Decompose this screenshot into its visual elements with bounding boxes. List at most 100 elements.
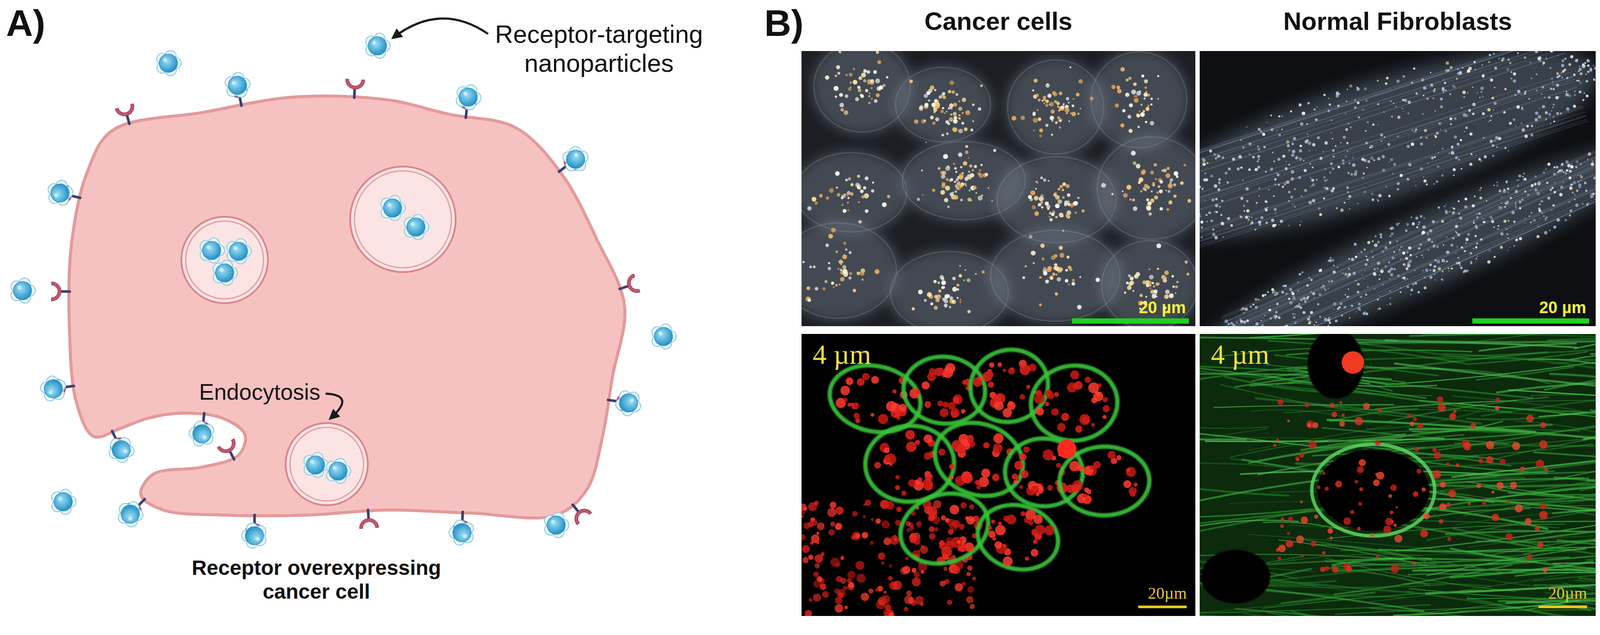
- particle-signal: [1040, 176, 1044, 180]
- particle-signal: [930, 302, 934, 306]
- filament: [1199, 53, 1566, 188]
- particle-signal: [1396, 79, 1401, 84]
- particle-signal: [943, 198, 949, 203]
- particle-signal: [1079, 107, 1082, 110]
- particle-signal: [1065, 112, 1068, 115]
- particle-signal: [923, 119, 927, 123]
- particle-signal: [1558, 96, 1560, 98]
- particle-signal: [1298, 103, 1302, 107]
- particle-signal: [1320, 286, 1323, 289]
- cell-body: [1094, 134, 1196, 242]
- particle-signal: [1552, 173, 1555, 175]
- particle-signal: [828, 234, 834, 239]
- particle-signal: [1150, 198, 1155, 203]
- particle-signal: [932, 188, 936, 193]
- particle-signal: [1569, 186, 1573, 190]
- particle-signal: [1030, 190, 1036, 196]
- filament: [1221, 141, 1596, 319]
- particle-signal: [1328, 259, 1333, 263]
- nanoparticle: [455, 83, 483, 112]
- particle-signal: [867, 82, 870, 85]
- particle-signal: [1310, 291, 1313, 293]
- particle-signal: [952, 191, 954, 194]
- particle-signal: [1493, 226, 1495, 229]
- particle-signal: [1290, 170, 1295, 174]
- particle-signal: [1149, 121, 1155, 126]
- particle-signal: [1450, 145, 1454, 149]
- cell-edge: [814, 51, 911, 132]
- particle-signal: [856, 186, 860, 190]
- particle-signal: [1565, 169, 1568, 172]
- particle-signal: [1378, 278, 1381, 281]
- particle-signal: [1402, 75, 1406, 78]
- particle-signal: [1047, 180, 1050, 182]
- particle-signal: [1545, 118, 1547, 121]
- particle-signal: [1277, 316, 1281, 320]
- particle-signal: [1287, 190, 1291, 194]
- particle-signal: [1243, 205, 1246, 208]
- particle-signal: [1520, 122, 1523, 125]
- scale-label-slot: 20 µm: [1138, 299, 1186, 316]
- particle-signal: [1210, 219, 1214, 223]
- particle-signal: [1524, 90, 1527, 94]
- particle-signal: [849, 86, 852, 89]
- particle-signal: [1488, 53, 1492, 57]
- particle-signal: [1148, 268, 1151, 271]
- particle-signal: [1274, 178, 1277, 181]
- particle-signal: [1220, 213, 1223, 216]
- particle-signal: [861, 278, 864, 281]
- receptor-stalk: [354, 88, 355, 98]
- nanoparticle: [38, 374, 68, 403]
- particle-signal: [1374, 243, 1378, 248]
- particle-signal: [849, 192, 854, 196]
- particle-signal: [1278, 115, 1281, 118]
- particle-signal: [1398, 248, 1401, 252]
- particle-signal: [1422, 176, 1424, 178]
- particle-signal: [1409, 254, 1412, 257]
- particle-signal: [1306, 133, 1309, 136]
- particle-signal: [1534, 188, 1538, 192]
- particle-signal: [882, 202, 887, 208]
- particle-signal: [1050, 276, 1053, 280]
- particle-signal: [871, 97, 873, 100]
- particle-signal: [1367, 160, 1371, 164]
- particle-signal: [1456, 246, 1458, 248]
- particle-signal: [832, 286, 835, 289]
- particle-signal: [1280, 220, 1282, 222]
- particle-signal: [1482, 137, 1485, 139]
- particle-signal: [1542, 64, 1544, 66]
- particle-signal: [1547, 196, 1551, 200]
- particle-signal: [1129, 276, 1134, 281]
- receptor: [38, 373, 76, 403]
- cell-body: [801, 220, 900, 321]
- particle-signal: [1350, 304, 1353, 307]
- nanoparticle: [241, 523, 267, 549]
- particle-signal: [1384, 82, 1388, 85]
- particle-signal: [1545, 57, 1548, 60]
- particle-signal: [1062, 103, 1066, 106]
- particle-signal: [1581, 202, 1584, 205]
- particle-signal: [1411, 222, 1415, 226]
- particle-signal: [1132, 199, 1135, 202]
- particle-signal: [949, 80, 955, 86]
- particle-signal: [1128, 76, 1132, 80]
- particle-signal: [1490, 220, 1494, 224]
- particle-signal: [1592, 64, 1595, 67]
- particle-signal: [839, 102, 845, 108]
- filament: [1221, 140, 1596, 319]
- particle-signal: [1497, 225, 1500, 227]
- particle-signal: [1258, 195, 1260, 197]
- particle-signal: [1572, 104, 1576, 108]
- particle-signal: [1153, 289, 1158, 294]
- particle-signal: [1551, 80, 1554, 83]
- particle-signal: [1410, 216, 1413, 219]
- particle-signal: [1040, 243, 1045, 248]
- particle-signal: [1333, 308, 1335, 310]
- particle-signal: [1050, 133, 1053, 136]
- particle-signal: [1285, 325, 1288, 327]
- particle-signal: [1331, 138, 1333, 140]
- particle-signal: [1316, 136, 1320, 140]
- particle-signal: [856, 85, 860, 89]
- particle-signal: [871, 80, 874, 83]
- particle-signal: [1288, 164, 1291, 166]
